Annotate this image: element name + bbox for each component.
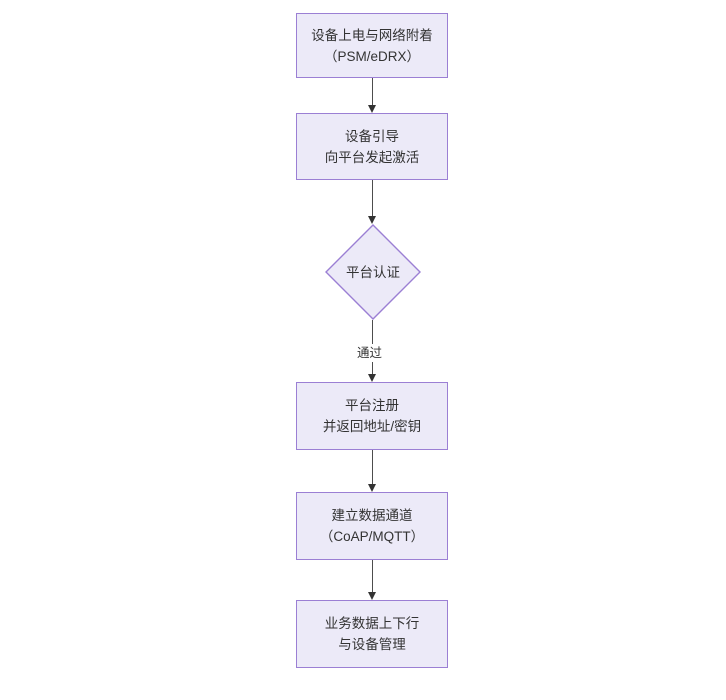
flow-edge-n1-n2 [368,78,376,113]
flow-node-data-channel[interactable]: 建立数据通道 （CoAP/MQTT） [296,492,448,560]
arrowhead-icon [368,484,376,492]
flow-node-platform-register[interactable]: 平台注册 并返回地址/密钥 [296,382,448,450]
flow-node-line: 与设备管理 [338,637,406,652]
flow-node-line: （CoAP/MQTT） [319,529,425,544]
arrowhead-icon [368,374,376,382]
flow-node-device-bootstrap[interactable]: 设备引导 向平台发起激活 [296,113,448,180]
flow-node-line: 业务数据上下行 [324,616,420,631]
flow-node-business-data[interactable]: 业务数据上下行 与设备管理 [296,600,448,668]
flow-node-line: 设备上电与网络附着 [311,27,433,43]
flow-edge-n4-n5 [368,450,376,492]
arrowhead-icon [368,216,376,224]
arrowhead-icon [368,592,376,600]
diamond-shape-icon [325,224,421,320]
flow-node-line: 并返回地址/密钥 [322,419,422,434]
arrowhead-icon [368,105,376,113]
flow-node-line: （PSM/eDRX） [323,48,421,64]
edge-line [372,560,373,592]
flow-edge-n5-n6 [368,560,376,600]
flow-node-device-power-on[interactable]: 设备上电与网络附着 （PSM/eDRX） [296,13,448,78]
flow-node-platform-auth-decision[interactable]: 平台认证 [325,224,421,320]
flow-node-line: 设备引导 [345,128,399,144]
edge-line [372,180,373,216]
flow-node-line: 平台认证 [346,264,400,280]
flow-node-line: 平台注册 [345,398,399,413]
flow-edge-label-pass: 通过 [355,344,385,362]
edge-line [372,78,373,105]
flow-edge-n2-n3 [368,180,376,224]
flow-node-line: 向平台发起激活 [324,149,420,165]
edge-line [372,450,373,484]
flow-node-line: 建立数据通道 [331,508,413,523]
